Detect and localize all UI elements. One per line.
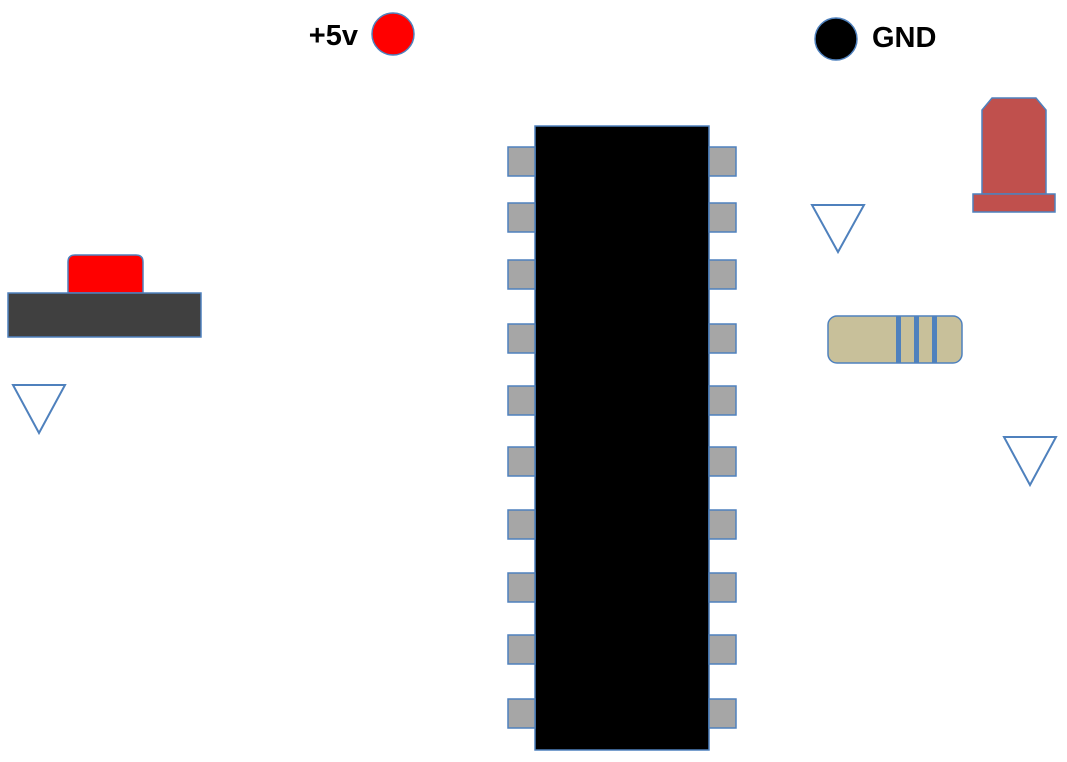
ic-pin-13 (708, 572, 737, 603)
ic-pin-15 (708, 446, 737, 477)
microcontroller-ic (507, 125, 737, 751)
resistor-band-1 (896, 316, 901, 363)
ic-pin-2 (507, 202, 536, 233)
resistor-band-2 (914, 316, 919, 363)
ic-pin-4 (507, 323, 536, 354)
supply-terminal (371, 12, 415, 56)
ic-pin-18 (708, 259, 737, 290)
resistor (827, 315, 963, 364)
ground-terminal (814, 17, 858, 61)
push-button-cap (67, 254, 144, 294)
resistor-band-3 (932, 316, 937, 363)
ic-pin-20 (708, 146, 737, 177)
ic-pin-10 (507, 698, 536, 729)
ground-symbol-ic (810, 204, 866, 255)
supply-label: +5v (309, 20, 358, 52)
led-dome (981, 97, 1047, 195)
ic-pin-9 (507, 634, 536, 665)
push-button (7, 254, 202, 338)
wire-button-to-pin3 (167, 274, 508, 386)
ic-pin-6 (507, 446, 536, 477)
ic-pin-19 (708, 202, 737, 233)
push-button-body (7, 292, 202, 338)
ic-body (534, 125, 710, 751)
ic-pin-5 (507, 385, 536, 416)
ic-pin-8 (507, 572, 536, 603)
wire-pin20-to-ground (736, 55, 838, 161)
ic-pin-7 (507, 509, 536, 540)
resistor-body (827, 315, 963, 364)
ic-pin-12 (708, 634, 737, 665)
led (972, 97, 1056, 213)
ground-label: GND (872, 22, 936, 54)
wire-resistor-to-led (962, 212, 997, 339)
ic-pin-16 (708, 385, 737, 416)
ground-symbol-led (1002, 436, 1058, 488)
ic-pin-1 (507, 146, 536, 177)
wire-supply-to-pin1 (393, 55, 508, 161)
ic-pin-14 (708, 509, 737, 540)
led-base (972, 193, 1056, 213)
ic-pin-11 (708, 698, 737, 729)
ic-pin-3 (507, 259, 536, 290)
ground-symbol-button (11, 384, 67, 436)
ic-pin-17 (708, 323, 737, 354)
